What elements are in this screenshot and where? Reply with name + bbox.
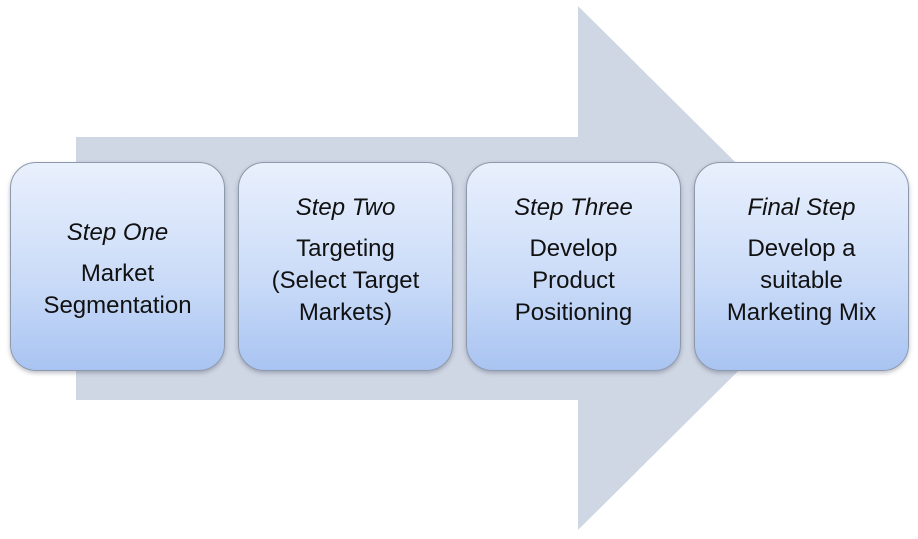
step-4-text: Develop a suitable Marketing Mix [719,233,884,329]
step-3-line-1: Develop [529,235,618,262]
step-2-title: Step Two [295,194,396,221]
step-4-line-2: suitable [760,267,843,294]
step-4-line-1: Develop a [747,235,856,262]
process-arrow-shape [76,6,842,530]
step-2-text: Targeting (Select Target Markets) [264,233,428,329]
step-2-line-1: Targeting [296,235,395,262]
step-2-line-2: (Select Target [271,267,420,294]
step-box-3: Step Three Develop Product Positioning [466,162,681,371]
step-2-line-3: Markets) [298,299,393,326]
step-3-line-3: Positioning [514,299,633,326]
step-3-title: Step Three [514,194,633,221]
step-box-2: Step Two Targeting (Select Target Market… [238,162,453,371]
step-4-title: Final Step [747,194,856,221]
step-box-4: Final Step Develop a suitable Marketing … [694,162,909,371]
step-3-line-2: Product [532,267,615,294]
step-1-line-2: Segmentation [43,292,192,319]
step-4-line-3: Marketing Mix [726,299,877,326]
step-1-title: Step One [66,219,169,246]
step-1-text: Market Segmentation [35,258,199,322]
step-1-line-1: Market [80,260,155,287]
step-box-1: Step One Market Segmentation [10,162,225,371]
step-3-text: Develop Product Positioning [507,233,640,329]
